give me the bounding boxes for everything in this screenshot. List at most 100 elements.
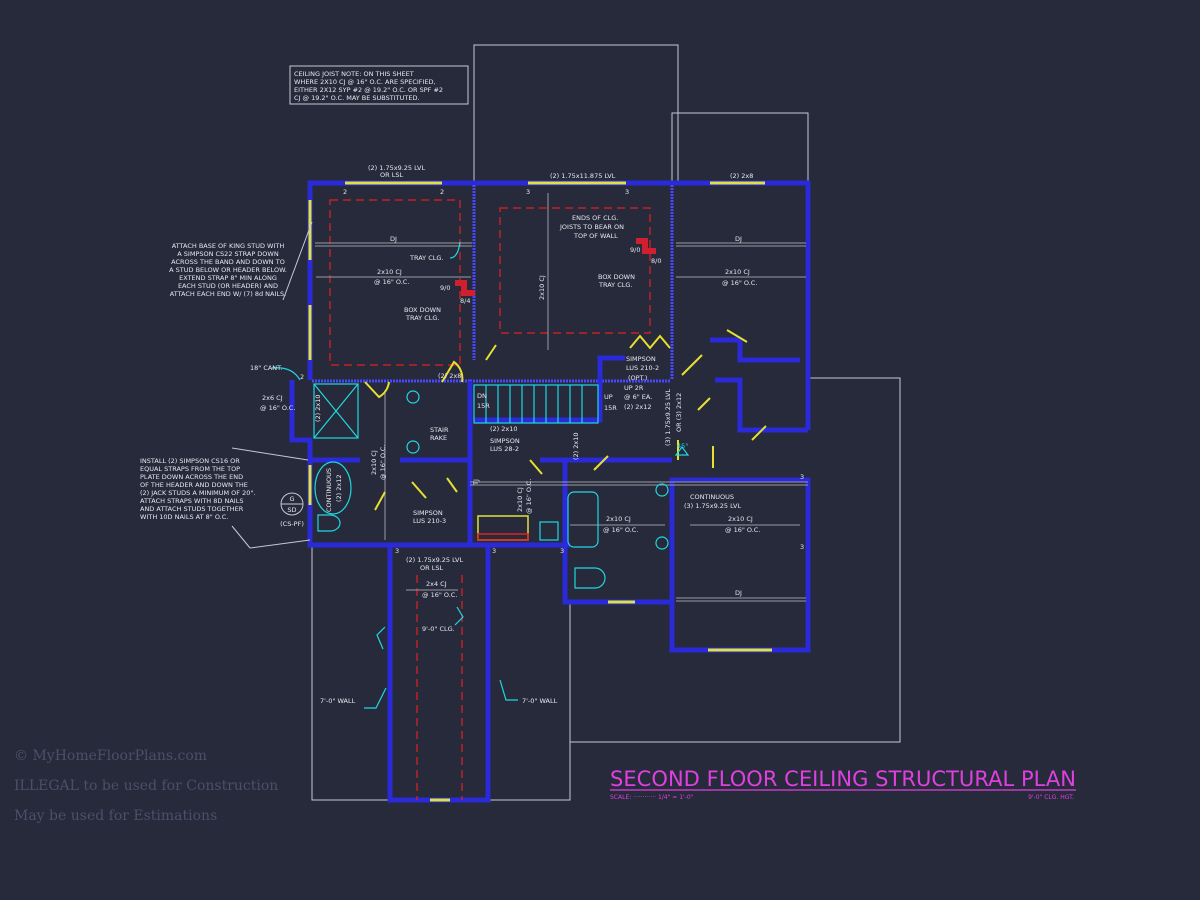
bearing-number: 3: [395, 547, 399, 555]
opt-label: (OPT.): [628, 374, 647, 382]
joist-label: 2x10 CJ: [516, 487, 524, 512]
ceiling-joist-note: CEILING JOIST NOTE: ON THIS SHEET WHERE …: [289, 65, 469, 105]
hanger-label: SIMPSON: [490, 437, 520, 445]
stair-rake-label: RAKE: [430, 434, 447, 442]
bearing-number: 3: [492, 547, 496, 555]
stair-dn-label: DN: [477, 392, 487, 400]
scale-label: SCALE: ············ 1/4" = 1'-0": [610, 794, 694, 801]
joist-label: 2x10 CJ: [728, 515, 753, 523]
up2r-label: UP 2R: [624, 384, 644, 392]
watermark-copyright: © MyHomeFloorPlans.com: [14, 748, 207, 764]
watermark-illegal: ILLEGAL to be used for Construction: [14, 778, 278, 794]
strap-note: INSTALL (2) SIMPSON CS16 OR EQUAL STRAPS…: [140, 457, 255, 521]
stair-up-label: 15R: [604, 404, 617, 412]
leaders: [271, 241, 690, 709]
bearing-number: 3: [560, 547, 564, 555]
header-label: (2) 2x8: [438, 372, 461, 380]
joist-label: 2x6 CJ: [262, 394, 283, 402]
bearing-number: 2: [300, 373, 304, 381]
watermark-estimation: May be used for Estimations: [14, 808, 217, 824]
note-line: EXTEND STRAP 8" MIN ALONG: [179, 274, 277, 282]
note-leaders: [231, 221, 313, 549]
ends-clg-note: TOP OF WALL: [573, 232, 618, 240]
header-label: (2) 1.75x9.25 LVL: [406, 556, 463, 564]
tub: [314, 461, 352, 515]
box-down-label: BOX DOWN: [598, 273, 635, 281]
hanger-label: SIMPSON: [413, 509, 443, 517]
hanger-label: LUS 28-2: [490, 445, 519, 453]
note-line: (2) JACK STUDS A MINIMUM OF 20".: [140, 489, 255, 497]
tray-label: TRAY CLG.: [409, 254, 443, 262]
spacing-label: @ 16" O.C.: [260, 404, 295, 412]
detail-tag: G SD (CS-PF): [280, 492, 304, 528]
header-label: OR LSL: [420, 564, 443, 572]
stair-up-label: UP: [604, 393, 613, 401]
outline-lines: [311, 44, 901, 801]
walls: [289, 180, 811, 803]
spacing-label: @ 16" O.C.: [722, 279, 757, 287]
bearing-number: 3: [526, 188, 530, 196]
dj-label: DJ: [735, 235, 742, 243]
header-label: (2) 1.75x9.25 LVL: [368, 164, 425, 172]
dj-label: DJ: [390, 235, 397, 243]
hanger-label: LUS 210-3: [413, 517, 446, 525]
height-label: 8/4: [460, 297, 470, 305]
plan-labels: (2) 1.75x9.25 LVL OR LSL (2) 1.75x11.875…: [250, 164, 804, 705]
note-line: EITHER 2X12 SYP #2 @ 19.2" O.C. OR SPF #…: [294, 86, 443, 94]
note-line: A STUD BELOW OR HEADER BELOW.: [169, 266, 287, 274]
ceiling-height-label: 9'-0" CLG.: [422, 625, 455, 633]
spacing-label: @ 16" O.C.: [374, 278, 409, 286]
joist-label: 2x10 CJ: [725, 268, 750, 276]
spacing-label: @ 16" O.C.: [603, 526, 638, 534]
plan-title: SECOND FLOOR CEILING STRUCTURAL PLAN: [610, 767, 1076, 791]
note-line: PLATE DOWN ACROSS THE END: [140, 473, 243, 481]
box-down-label: BOX DOWN: [404, 306, 441, 314]
joist-label: 2x10 CJ: [606, 515, 631, 523]
note-line: OF THE HEADER AND DOWN THE: [140, 481, 248, 489]
continuous-label: (2) 2x12: [335, 474, 343, 502]
detail-tag-bottom: SD: [287, 506, 296, 514]
continuous-label: CONTINUOUS: [690, 493, 734, 501]
toilet: [574, 567, 606, 589]
note-line: EQUAL STRAPS FROM THE TOP: [140, 465, 240, 473]
note-line: ATTACH EACH END W/ (7) 8d NAILS.: [170, 290, 286, 298]
tj-label: TJ: [472, 479, 480, 486]
continuous-label: CONTINUOUS: [325, 468, 333, 512]
dj-label: DJ: [735, 589, 742, 597]
header-label: (2) 2x12: [624, 403, 652, 411]
header-label: OR LSL: [380, 171, 403, 179]
wall-height-label: 7'-0" WALL: [320, 697, 356, 705]
bathtub: [567, 491, 599, 548]
height-label: 9/0: [630, 246, 640, 254]
note-line: AND ATTACH STUDS TOGETHER: [140, 505, 244, 513]
joist-lines: [315, 193, 808, 602]
joist-label: 2x4 CJ: [426, 580, 447, 588]
bearing-number: 3: [800, 543, 804, 551]
height-label: 9/0: [440, 284, 450, 292]
cant-label: 18" CANT.: [250, 364, 282, 372]
title-block: SECOND FLOOR CEILING STRUCTURAL PLAN SCA…: [610, 767, 1076, 801]
hanger-label: LUS 210-2: [626, 364, 659, 372]
detail-tag-ref: (CS-PF): [280, 520, 304, 528]
note-line: CJ @ 19.2" O.C. MAY BE SUBSTITUTED.: [294, 94, 420, 102]
bearing-number: 2: [440, 188, 444, 196]
beam-label: OR (3) 2x12: [675, 393, 683, 432]
stair-dn-label: 15R: [477, 402, 490, 410]
spacing-label: @ 16" O.C.: [379, 445, 387, 480]
ceiling-height: 9'-0" CLG. HGT.: [1028, 794, 1074, 801]
note-line: ATTACH BASE OF KING STUD WITH: [172, 242, 285, 250]
box-down-label: TRAY CLG.: [598, 281, 632, 289]
detail-tag-top: G: [289, 495, 294, 503]
ends-clg-note: ENDS OF CLG.: [572, 214, 618, 222]
box-down-label: TRAY CLG.: [405, 314, 439, 322]
note-line: INSTALL (2) SIMPSON CS16 OR: [140, 457, 240, 465]
bearing-number: 3: [800, 473, 804, 481]
stair-treads: [485, 385, 583, 423]
note-line: WHERE 2X10 CJ @ 16" O.C. ARE SPECIFIED,: [294, 78, 436, 86]
fixtures: [313, 383, 669, 589]
spacing-label: @ 16" O.C.: [422, 591, 457, 599]
note-line: CEILING JOIST NOTE: ON THIS SHEET: [294, 70, 414, 78]
joist-label: 2x10 CJ: [377, 268, 402, 276]
note-line: WITH 10D NAILS AT 8" O.C.: [140, 513, 228, 521]
